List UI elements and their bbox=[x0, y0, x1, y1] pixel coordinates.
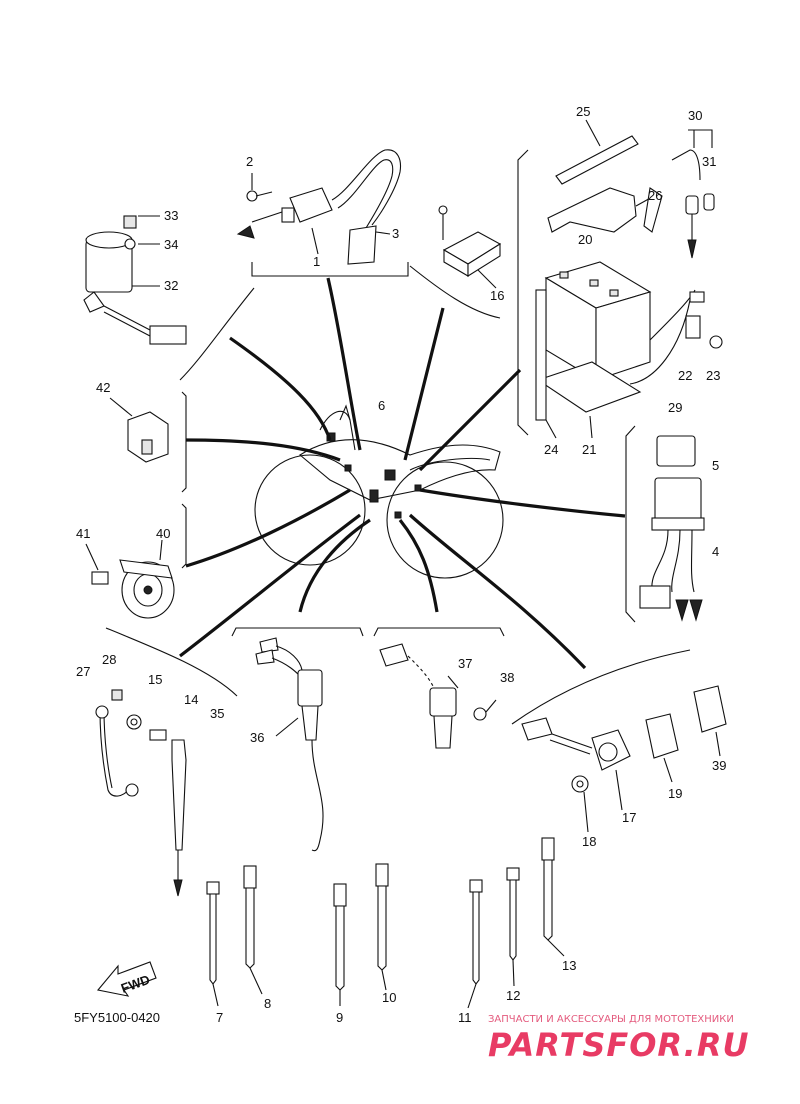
watermark-tagline: ЗАПЧАСТИ И АКСЕССУАРЫ ДЛЯ МОТОТЕХНИКИ bbox=[488, 1014, 734, 1025]
part-label-19: 19 bbox=[668, 786, 682, 801]
part-label-11: 11 bbox=[458, 1010, 472, 1025]
regulator-16 bbox=[438, 205, 502, 289]
leader-lines bbox=[179, 277, 626, 670]
part-label-37: 37 bbox=[458, 656, 472, 671]
diagram-code: 5FY5100-0420 bbox=[74, 1010, 160, 1025]
sensor-37-38 bbox=[379, 643, 497, 749]
part-label-34: 34 bbox=[164, 237, 178, 252]
part-label-26: 26 bbox=[648, 188, 662, 203]
part-label-30: 30 bbox=[688, 108, 702, 123]
watermark-brand: PARTSFOR.RU bbox=[488, 1026, 749, 1064]
part-label-24: 24 bbox=[544, 442, 558, 457]
part-label-33: 33 bbox=[164, 208, 178, 223]
part-label-35: 35 bbox=[210, 706, 224, 721]
part-labels: 1 2 3 4 5 6 7 8 9 10 11 12 13 14 15 16 1… bbox=[76, 104, 726, 1025]
part-label-42: 42 bbox=[96, 380, 110, 395]
cable-ties bbox=[206, 837, 565, 1009]
part-label-2: 2 bbox=[246, 154, 253, 169]
sensor-group-27-35 bbox=[95, 689, 187, 897]
part-label-14: 14 bbox=[184, 692, 198, 707]
group-frames bbox=[105, 149, 691, 725]
switch-36 bbox=[255, 637, 324, 852]
part-label-27: 27 bbox=[76, 664, 90, 679]
part-label-5: 5 bbox=[712, 458, 719, 473]
part-label-28: 28 bbox=[102, 652, 116, 667]
horn-40-41 bbox=[85, 539, 175, 619]
watermark: ЗАПЧАСТИ И АКСЕССУАРЫ ДЛЯ МОТОТЕХНИКИ PA… bbox=[488, 1014, 749, 1064]
part-label-20: 20 bbox=[578, 232, 592, 247]
part-label-29: 29 bbox=[668, 400, 682, 415]
part-label-7: 7 bbox=[216, 1010, 223, 1025]
part-label-4: 4 bbox=[712, 544, 719, 559]
part-label-40: 40 bbox=[156, 526, 170, 541]
motorcycle-outline bbox=[254, 404, 504, 579]
part-label-36: 36 bbox=[250, 730, 264, 745]
part-label-13: 13 bbox=[562, 958, 576, 973]
relay-4-5 bbox=[639, 435, 705, 622]
switch-assembly-32 bbox=[83, 215, 187, 345]
part-label-12: 12 bbox=[506, 988, 520, 1003]
part-label-17: 17 bbox=[622, 810, 636, 825]
part-label-3: 3 bbox=[392, 226, 399, 241]
fwd-arrow-icon: FWD bbox=[96, 961, 157, 997]
part-label-15: 15 bbox=[148, 672, 162, 687]
part-label-16: 16 bbox=[490, 288, 504, 303]
part-label-31: 31 bbox=[702, 154, 716, 169]
part-label-39: 39 bbox=[712, 758, 726, 773]
ignition-coil-assembly bbox=[236, 149, 402, 265]
part-label-22: 22 bbox=[678, 368, 692, 383]
part-label-18: 18 bbox=[582, 834, 596, 849]
part-label-21: 21 bbox=[582, 442, 596, 457]
part-label-9: 9 bbox=[336, 1010, 343, 1025]
part-label-8: 8 bbox=[264, 996, 271, 1011]
switch-17-19-39 bbox=[521, 685, 727, 833]
part-label-41: 41 bbox=[76, 526, 90, 541]
relay-42 bbox=[109, 397, 169, 463]
part-label-32: 32 bbox=[164, 278, 178, 293]
part-label-1: 1 bbox=[313, 254, 320, 269]
part-label-6: 6 bbox=[378, 398, 385, 413]
part-label-25: 25 bbox=[576, 104, 590, 119]
part-label-38: 38 bbox=[500, 670, 514, 685]
battery-assembly bbox=[535, 119, 723, 439]
part-label-10: 10 bbox=[382, 990, 396, 1005]
part-label-23: 23 bbox=[706, 368, 720, 383]
